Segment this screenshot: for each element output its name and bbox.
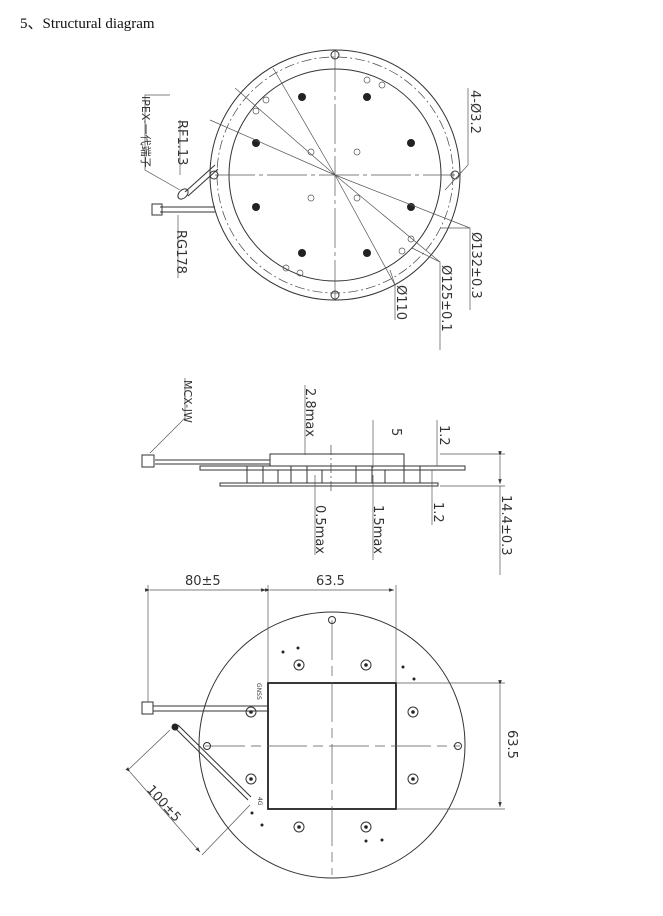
module-height-label: 63.5 (504, 730, 519, 759)
inner-diameter-label: Ø110 (393, 285, 408, 320)
gap-label: 5 (388, 428, 403, 436)
standoff-mid-label: 1.5max (370, 505, 385, 554)
mid-diameter-label: Ø125±0.1 (438, 265, 453, 332)
top-view: IPEX-一代端子 RF1.13 RG178 4-Ø3.2 Ø132±0.3 Ø… (139, 49, 483, 350)
mcx-connector-icon (141, 454, 155, 468)
lte-connector-icon (171, 723, 179, 731)
rg178-connector-icon (151, 203, 163, 216)
section-title: 5、Structural diagram (20, 16, 155, 32)
module-width-label: 63.5 (316, 574, 345, 589)
lte-tag: 4G (256, 797, 263, 806)
standoff-icon (245, 659, 419, 833)
mcx-label: MCX-JW (181, 380, 194, 423)
gnss-tag: GNSS (255, 683, 262, 700)
rg178-label: RG178 (173, 230, 188, 274)
outer-diameter-label: Ø132±0.3 (468, 232, 483, 299)
gnss-cable-length-label: 80±5 (185, 574, 221, 589)
component-height-label: 2.8max (302, 388, 317, 437)
lte-cable-length-label: 100±5 (143, 783, 184, 826)
bottom-view: 80±5 63.5 63.5 100±5 GNSS 4G (125, 574, 519, 879)
ipex-connector-icon (177, 188, 189, 200)
standoff-low-label: 0.5max (312, 505, 327, 554)
total-height-label: 14.4±0.3 (498, 495, 513, 556)
hole-spec-label: 4-Ø3.2 (467, 90, 482, 134)
gnss-connector-icon (141, 701, 154, 715)
ipex-label: IPEX-一代端子 (139, 96, 152, 168)
top-board-label: 1.2 (436, 425, 451, 446)
rf113-label: RF1.13 (174, 120, 189, 165)
bottom-board-label: 1.2 (430, 502, 445, 523)
side-view: MCX-JW 2.8max 5 1.2 1.2 0.5max 1.5max 14… (141, 378, 513, 575)
